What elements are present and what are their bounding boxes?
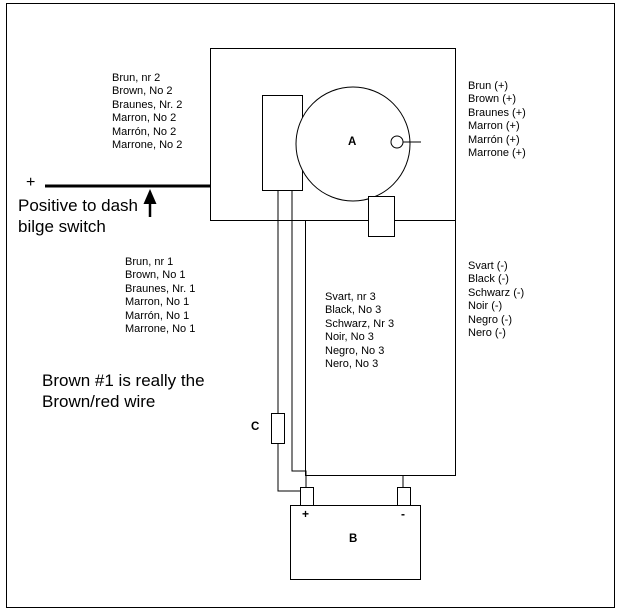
brown-wire-note: Brown #1 is really the Brown/red wire — [42, 371, 205, 411]
page-border — [6, 3, 615, 608]
wire2-label: Brun, nr 2 Brown, No 2 Braunes, Nr. 2 Ma… — [112, 72, 183, 152]
motor-label: A — [348, 136, 357, 148]
fuse-label: C — [251, 421, 260, 433]
negative-terminal-label: Svart (-) Black (-) Schwarz (-) Noir (-)… — [468, 260, 525, 340]
battery-label: B — [349, 533, 358, 545]
battery-body — [290, 505, 421, 580]
wire1-brown-red-lower — [277, 443, 300, 492]
positive-note: Positive to dash bilge switch — [18, 196, 139, 236]
battery-negative-terminal — [397, 487, 411, 506]
battery-positive-label: + — [302, 507, 310, 521]
fuse-symbol — [271, 413, 285, 444]
up-arrow-icon — [143, 189, 157, 204]
outlet-port — [368, 196, 395, 237]
motor-circle — [295, 86, 411, 202]
wire3-label: Svart, nr 3 Black, No 3 Schwarz, Nr 3 No… — [325, 291, 395, 371]
battery-negative-label: - — [401, 507, 405, 521]
motor-terminal — [390, 135, 404, 149]
battery-positive-terminal — [300, 487, 314, 506]
positive-terminal-label: Brun (+) Brown (+) Braunes (+) Marron (+… — [468, 80, 526, 160]
positive-sign: + — [26, 174, 36, 191]
wire2-brown — [291, 190, 307, 487]
wire1-label: Brun, nr 1 Brown, No 1 Braunes, Nr. 1 Ma… — [125, 256, 196, 336]
